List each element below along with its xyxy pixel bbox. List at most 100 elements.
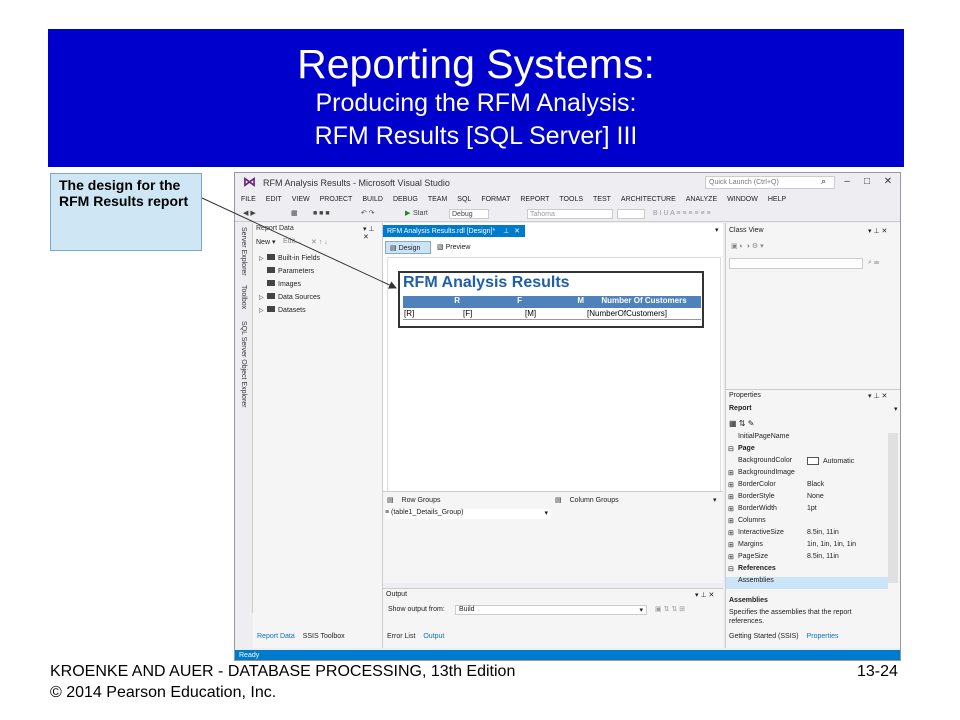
property-value[interactable]: None	[807, 493, 824, 500]
menu-item-report[interactable]: REPORT	[520, 195, 550, 203]
menu-item-help[interactable]: HELP	[767, 195, 787, 203]
menu-item-format[interactable]: FORMAT	[481, 195, 511, 203]
edit-button[interactable]: Edit...	[283, 238, 301, 245]
document-tab[interactable]: RFM Analysis Results.rdl [Design]* ⊥ ✕	[383, 225, 525, 237]
close-button[interactable]: ✕	[883, 176, 893, 187]
row-group-item[interactable]: ≡ (table1_Details_Group)▾	[385, 509, 551, 519]
menu-item-team[interactable]: TEAM	[427, 195, 448, 203]
tab-report-data[interactable]: Report Data	[257, 633, 295, 640]
tree-item[interactable]: ▷Datasets	[259, 306, 306, 314]
column-header-number-of-customers[interactable]: Number Of Customers	[601, 296, 687, 305]
field-f[interactable]: [F]	[463, 309, 473, 318]
property-value[interactable]: 1pt	[807, 505, 817, 512]
tab-design[interactable]: ▤ Design	[385, 241, 431, 254]
menu-item-test[interactable]: TEST	[593, 195, 611, 203]
menu-item-tools[interactable]: TOOLS	[559, 195, 584, 203]
show-output-select[interactable]: Build▾	[455, 605, 647, 615]
pin-icon[interactable]: ⊥	[503, 228, 510, 235]
tab-ssis-toolbox[interactable]: SSIS Toolbox	[302, 633, 345, 640]
property-row[interactable]: ⊞BackgroundImage	[726, 469, 888, 481]
expand-icon[interactable]: ⊞	[728, 494, 734, 501]
menu-item-file[interactable]: FILE	[241, 195, 256, 203]
font-size-select[interactable]	[617, 209, 645, 219]
font-select[interactable]: Tahoma	[527, 209, 613, 219]
tab-properties[interactable]: Properties	[806, 633, 839, 640]
class-view-search-input[interactable]	[729, 258, 863, 269]
maximize-button[interactable]: □	[863, 176, 871, 187]
expand-icon[interactable]: ⊟	[728, 566, 734, 573]
menu-item-view[interactable]: VIEW	[291, 195, 310, 203]
property-row[interactable]: InitialPageName	[726, 433, 888, 445]
class-view-toolbar-icons[interactable]: ▣ ◐ ◑ ⚙ ▾	[731, 243, 764, 250]
start-button[interactable]: Start	[413, 210, 428, 217]
tree-item[interactable]: Parameters	[259, 267, 314, 275]
format-icons[interactable]: B I U A ≡ ≡ ≡ ≡ ≡ ≡	[653, 210, 711, 217]
chevron-down-icon[interactable]: ▾	[894, 406, 898, 413]
menu-item-architecture[interactable]: ARCHITECTURE	[620, 195, 676, 203]
expand-icon[interactable]: ▷	[259, 308, 264, 314]
menu-item-debug[interactable]: DEBUG	[392, 195, 418, 203]
chevron-down-icon[interactable]: ▾	[715, 227, 719, 234]
new-button[interactable]: New ▾	[256, 239, 276, 246]
quick-launch-input[interactable]: Quick Launch (Ctrl+Q)	[705, 176, 835, 189]
configuration-select[interactable]: Debug	[449, 209, 489, 219]
output-toolbar-icons[interactable]: ▣ ⇅ ⇅ ⊞	[655, 606, 686, 613]
expand-icon[interactable]: ⊞	[728, 482, 734, 489]
properties-scrollbar[interactable]	[888, 433, 898, 583]
tree-item[interactable]: ▷Built-in Fields	[259, 254, 320, 262]
pin-icon[interactable]: ▾ ⊥ ✕	[868, 393, 888, 400]
undo-icon[interactable]: ↶ ↷	[361, 210, 375, 217]
expand-icon[interactable]: ⊟	[728, 446, 734, 453]
tree-item[interactable]: ▷Data Sources	[259, 293, 320, 301]
new-project-icon[interactable]: ▦	[291, 210, 298, 217]
expand-icon[interactable]: ▷	[259, 295, 264, 301]
minimize-button[interactable]: –	[844, 176, 850, 187]
property-row[interactable]: Assemblies	[726, 577, 888, 589]
pin-icon[interactable]: ▾ ⊥ ✕	[363, 226, 375, 241]
tab-output[interactable]: Output	[423, 633, 445, 640]
menu-item-edit[interactable]: EDIT	[265, 195, 282, 203]
menu-item-project[interactable]: PROJECT	[319, 195, 353, 203]
field-number-of-customers[interactable]: [NumberOfCustomers]	[587, 309, 668, 318]
expand-icon[interactable]: ⊞	[728, 542, 734, 549]
expand-icon[interactable]: ▷	[259, 256, 264, 262]
chevron-down-icon[interactable]: ▾	[713, 497, 717, 504]
property-row[interactable]: ⊞Columns	[726, 517, 888, 529]
chevron-down-icon[interactable]: ▾	[544, 510, 548, 517]
tab-getting-started[interactable]: Getting Started (SSIS)	[729, 633, 799, 640]
delete-icon[interactable]: ✕ ↑ ↓	[311, 239, 328, 246]
expand-icon[interactable]: ⊞	[728, 554, 734, 561]
expand-icon[interactable]: ⊞	[728, 506, 734, 513]
menu-item-window[interactable]: WINDOW	[727, 195, 758, 203]
expand-icon[interactable]: ⊞	[728, 518, 734, 525]
tree-item[interactable]: Images	[259, 280, 301, 288]
column-header-f[interactable]: F	[517, 296, 522, 305]
property-value[interactable]: 8.5in, 11in	[807, 529, 839, 536]
save-icon[interactable]: ■ ■ ■	[313, 210, 330, 217]
search-icon[interactable]: ⌕ ☰	[868, 259, 880, 266]
search-icon[interactable]: ⌕	[821, 176, 827, 186]
field-r[interactable]: [R]	[404, 309, 415, 318]
report-title[interactable]: RFM Analysis Results	[403, 274, 570, 291]
tab-preview[interactable]: ▧ Preview	[437, 244, 471, 251]
menu-item-build[interactable]: BUILD	[362, 195, 383, 203]
property-row[interactable]: ⊟References	[726, 565, 888, 577]
field-m[interactable]: [M]	[525, 309, 537, 318]
tab-error-list[interactable]: Error List	[387, 633, 416, 640]
expand-icon[interactable]: ⊞	[728, 470, 734, 477]
property-value[interactable]: Automatic	[807, 457, 854, 465]
property-value[interactable]: 8.5in, 11in	[807, 553, 839, 560]
report-table[interactable]: RFM Analysis Results R F M Number Of Cus…	[398, 271, 704, 328]
pin-icon[interactable]: ▾ ⊥ ✕	[868, 228, 888, 235]
property-row[interactable]: ⊟Page	[726, 445, 888, 457]
column-header-m[interactable]: M	[577, 296, 584, 305]
back-icon[interactable]: ◀ ▶	[243, 210, 256, 217]
close-tab-icon[interactable]: ✕	[514, 228, 521, 235]
